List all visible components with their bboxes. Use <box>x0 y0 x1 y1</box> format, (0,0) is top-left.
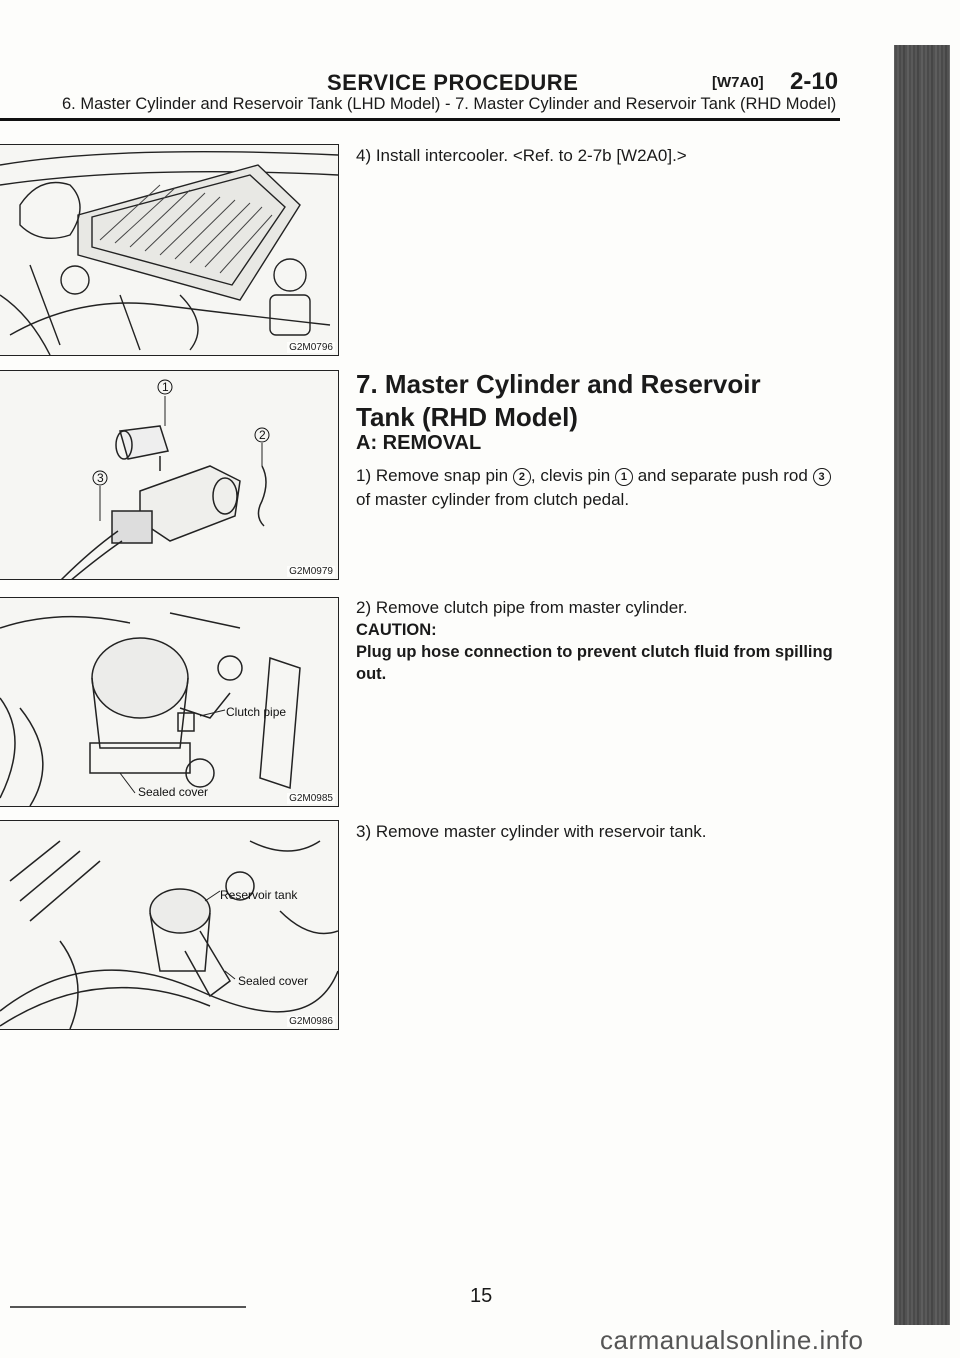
label-reservoir-tank: Reservoir tank <box>220 888 298 902</box>
page-subtitle: 6. Master Cylinder and Reservoir Tank (L… <box>62 95 837 113</box>
caution-label: CAUTION: <box>356 621 437 639</box>
figure-intercooler: G2M0796 <box>0 144 339 356</box>
intercooler-illustration <box>0 150 338 355</box>
step-4: 4) Install intercooler. <Ref. to 2-7b [W… <box>356 146 687 165</box>
step-1-text: and separate push rod <box>632 466 813 485</box>
callout-1: 1 <box>162 380 169 394</box>
part-number-2: 2 <box>512 468 531 486</box>
part-number-1: 1 <box>614 468 633 486</box>
footer-rule <box>10 1306 246 1308</box>
figure-code: G2M0985 <box>287 793 335 804</box>
step-1-text: , clevis pin <box>530 466 615 485</box>
scan-edge-strip <box>894 45 950 1325</box>
part-number-3: 3 <box>812 468 831 486</box>
figure-code: G2M0796 <box>287 342 335 353</box>
clutch-pipe-illustration: Clutch pipe Sealed cover <box>0 612 301 806</box>
callout-3: 3 <box>97 471 104 485</box>
label-sealed-cover: Sealed cover <box>238 974 308 988</box>
reservoir-tank-illustration: Reservoir tank Sealed cover <box>0 840 338 1029</box>
page-number: 15 <box>470 1285 493 1307</box>
step-1-text: of master cylinder from clutch pedal. <box>356 490 630 509</box>
subsection-heading: A: REMOVAL <box>356 432 482 454</box>
figure-reservoir-tank: Reservoir tank Sealed cover G2M0986 <box>0 820 339 1030</box>
figure-clevis-pin: 1 2 3 G2M0979 <box>0 370 339 580</box>
step-3: 3) Remove master cylinder with reservoir… <box>356 822 707 841</box>
step-2: 2) Remove clutch pipe from master cylind… <box>356 598 688 617</box>
watermark: carmanualsonline.info <box>600 1325 864 1355</box>
section-code: [W7A0] <box>712 74 764 91</box>
page-reference: 2-10 <box>790 68 839 95</box>
section-heading: 7. Master Cylinder and Reservoir Tank (R… <box>356 369 761 432</box>
label-clutch-pipe: Clutch pipe <box>226 705 286 719</box>
caution-text: Plug up hose connection to prevent clutc… <box>356 643 833 683</box>
figure-clutch-pipe: Clutch pipe Sealed cover G2M0985 <box>0 597 339 807</box>
label-sealed-cover: Sealed cover <box>138 785 208 799</box>
page-title: SERVICE PROCEDURE <box>327 70 579 95</box>
callout-2: 2 <box>259 428 266 442</box>
figure-code: G2M0979 <box>287 566 335 577</box>
figure-code: G2M0986 <box>287 1016 335 1027</box>
step-1: 1) Remove snap pin 2, clevis pin 1 and s… <box>356 464 840 512</box>
step-1-text: 1) Remove snap pin <box>356 466 513 485</box>
header-rule <box>0 118 840 121</box>
clevis-pin-illustration: 1 2 3 <box>60 379 270 579</box>
